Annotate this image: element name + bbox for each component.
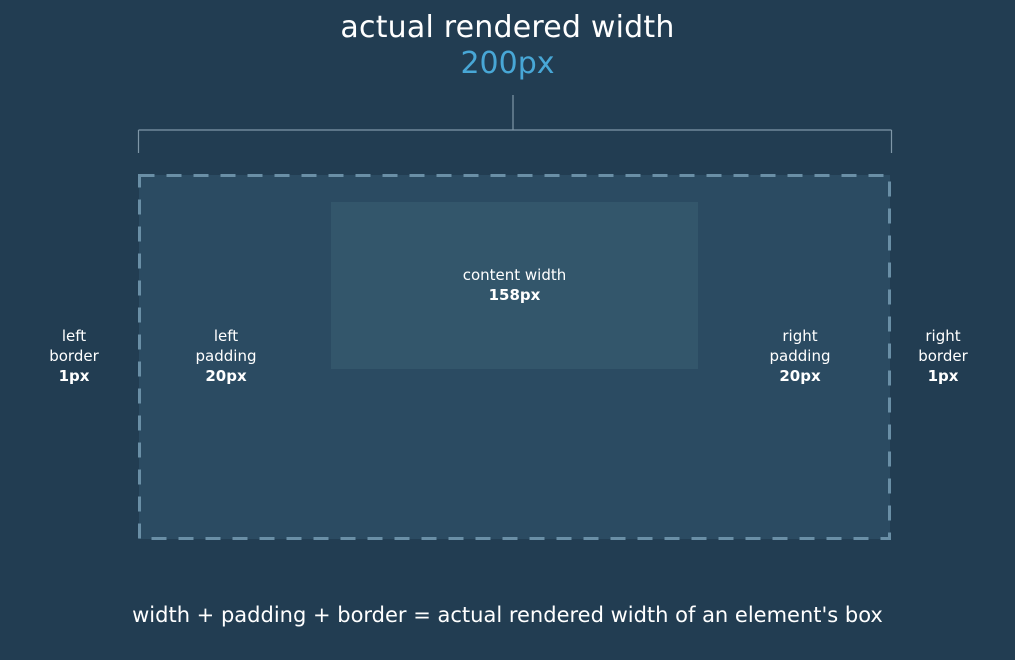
diagram-title: actual rendered width [340,10,675,45]
left-padding-label: left padding 20px [171,326,281,386]
content-area [331,202,698,369]
left-padding-value: 20px [205,367,247,385]
content-width-value: 158px [488,286,541,304]
left-border-line1: left [61,327,87,345]
width-bracket [137,95,893,153]
right-padding-line1: right [782,327,818,345]
right-padding-label: right padding 20px [745,326,855,386]
left-border-label: left border 1px [19,326,129,386]
formula-caption: width + padding + border = actual render… [132,603,883,627]
right-padding-line2: padding [769,347,831,365]
right-border-line1: right [925,327,961,345]
left-padding-line2: padding [195,347,257,365]
right-border-label: right border 1px [888,326,998,386]
total-width-value: 200px [460,46,555,81]
left-border-value: 1px [58,367,90,385]
left-border-line2: border [49,347,99,365]
right-border-line2: border [918,347,968,365]
content-width-text: content width [462,266,567,284]
content-width-label: content width 158px [331,265,698,305]
right-padding-value: 20px [779,367,821,385]
right-border-value: 1px [927,367,959,385]
left-padding-line1: left [213,327,239,345]
